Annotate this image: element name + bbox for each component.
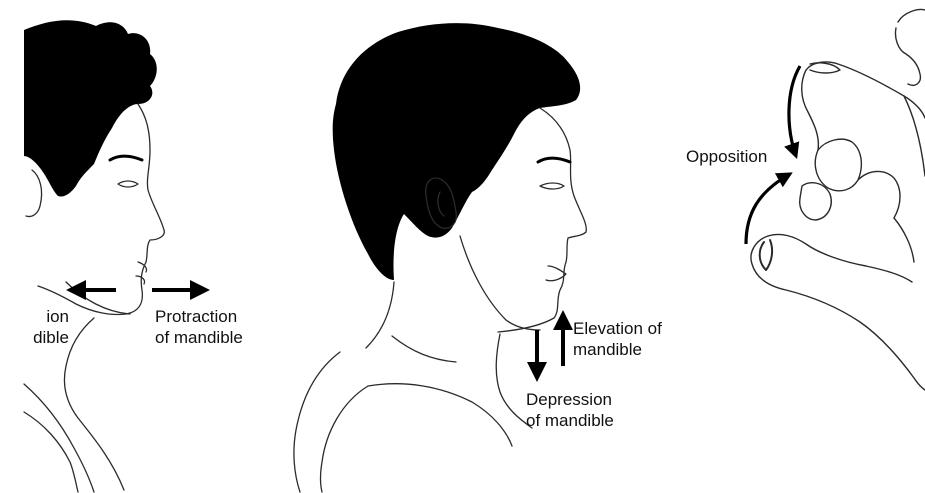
depression-label-line1: Depression xyxy=(526,389,614,410)
retraction-label-line1: ion xyxy=(0,306,69,327)
hand-top-finger xyxy=(895,10,925,86)
elevation-label-line2: mandible xyxy=(573,339,662,360)
left-head-neck xyxy=(65,318,125,490)
center-head-hair xyxy=(333,23,580,280)
left-head-figure xyxy=(24,20,164,492)
opposition-arrow-bottom-icon xyxy=(746,174,790,244)
elevation-label: Elevation of mandible xyxy=(573,318,662,360)
center-head-neck-back xyxy=(366,282,394,348)
center-head-jaw xyxy=(460,236,540,330)
protraction-label: Protraction of mandible xyxy=(155,306,243,348)
protraction-label-line2: of mandible xyxy=(155,327,243,348)
left-head-shoulder xyxy=(24,384,94,492)
center-head-shoulder xyxy=(294,352,512,492)
center-head-face-profile xyxy=(498,108,586,332)
center-head-collarbone xyxy=(392,336,456,362)
hand-thumb xyxy=(751,234,925,390)
hand-index-finger xyxy=(802,62,925,150)
hand-figure xyxy=(751,10,925,391)
hand-thumb-nail xyxy=(760,240,772,270)
retraction-label-line2: dible xyxy=(0,327,69,348)
retraction-label: ion dible xyxy=(0,306,69,348)
left-head-hair xyxy=(24,20,157,196)
depression-label: Depression of mandible xyxy=(526,389,614,431)
opposition-arrow-top-icon xyxy=(789,66,800,156)
opposition-label-line1: Opposition xyxy=(686,146,767,167)
left-head-jaw xyxy=(66,282,130,314)
left-head-brow xyxy=(110,156,142,160)
center-head-eye xyxy=(540,183,564,189)
hand-fingertip xyxy=(800,183,832,220)
protraction-label-line1: Protraction xyxy=(155,306,243,327)
depression-label-line2: of mandible xyxy=(526,410,614,431)
opposition-label: Opposition xyxy=(686,146,767,167)
hand-palm xyxy=(894,96,925,262)
center-head-brow xyxy=(538,158,570,162)
left-head-ear xyxy=(26,170,42,217)
hand-curled-fingers xyxy=(815,139,900,218)
left-head-eye xyxy=(118,181,138,187)
elevation-label-line1: Elevation of xyxy=(573,318,662,339)
